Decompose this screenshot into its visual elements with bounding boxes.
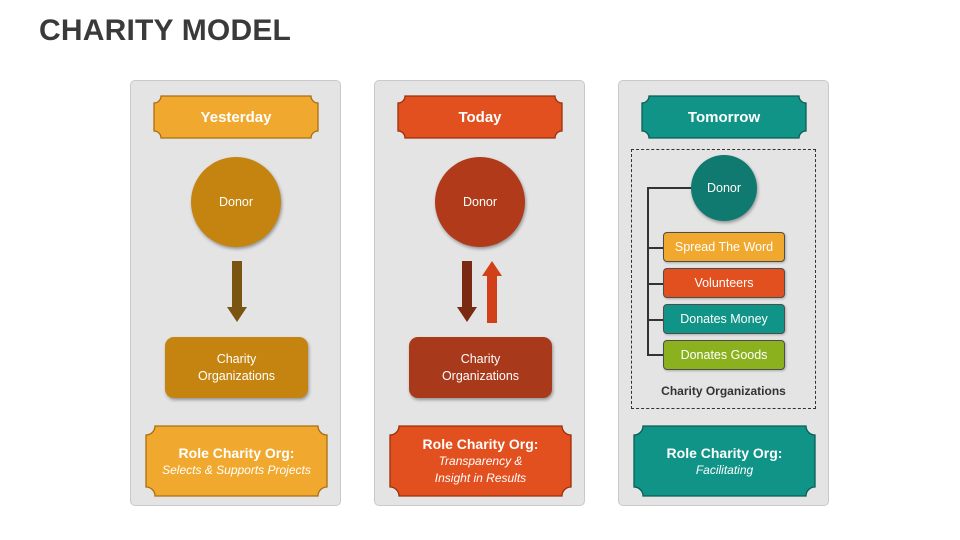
activity-donates-money: Donates Money [663,304,785,334]
header-label: Tomorrow [687,108,761,126]
activity-volunteers: Volunteers [663,268,785,298]
activity-spread-the-word: Spread The Word [663,232,785,262]
connector-line [647,187,649,355]
arrow-down-icon [457,261,477,322]
activity-label: Volunteers [694,276,754,290]
header-banner-today: Today [397,95,563,139]
role-title: Role Charity Org: [422,436,539,452]
connector-line [647,354,663,356]
activity-label: Donates Money [680,312,768,326]
role-description: Facilitating [695,462,754,477]
role-box-shape [633,425,816,497]
role-box-today: Role Charity Org: Transparency & Insight… [389,425,572,497]
donor-circle: Donor [435,157,525,247]
panel-tomorrow: Tomorrow Donor Spread The Word Volunteer… [618,80,829,506]
role-box-yesterday: Role Charity Org: Selects & Supports Pro… [145,425,328,497]
connector-line [647,319,663,321]
connector-line [647,187,692,189]
arrow-up-icon [482,261,502,323]
org-label-line2: Organizations [197,368,276,383]
arrow-down-icon [227,261,247,322]
donor-label: Donor [462,195,498,209]
header-label: Yesterday [200,108,272,126]
banner-shape [641,95,807,139]
org-label-line1: Charity [216,351,257,366]
activity-donates-goods: Donates Goods [663,340,785,370]
role-description-line1: Transparency & [438,454,523,468]
donor-label: Donor [706,181,742,195]
role-box-shape [145,425,328,497]
panel-yesterday: Yesterday Donor Charity Organizations Ro… [130,80,341,506]
role-box-tomorrow: Role Charity Org: Facilitating [633,425,816,497]
connector-line [647,247,663,249]
org-label-line2: Organizations [441,368,520,383]
activity-label: Donates Goods [680,348,768,362]
charity-organizations-group [631,149,816,409]
charity-org-box: Charity Organizations [165,337,308,398]
connector-line [647,283,663,285]
role-box-shape [389,425,572,497]
page-title: CHARITY MODEL [39,14,292,47]
charity-org-box: Charity Organizations [409,337,552,398]
header-banner-yesterday: Yesterday [153,95,319,139]
role-title: Role Charity Org: [178,444,295,461]
banner-shape [397,95,563,139]
role-description-line2: Insight in Results [434,471,527,485]
role-description: Selects & Supports Projects [162,462,311,477]
header-label: Today [458,108,502,126]
donor-circle: Donor [191,157,281,247]
org-label-line1: Charity [460,351,501,366]
header-banner-tomorrow: Tomorrow [641,95,807,139]
donor-circle: Donor [691,155,757,221]
role-title: Role Charity Org: [666,444,783,461]
panel-today: Today Donor Charity Organizations Role C… [374,80,585,506]
charity-organizations-label: Charity Organizations [661,384,786,398]
activity-label: Spread The Word [674,240,774,254]
banner-shape [153,95,319,139]
donor-label: Donor [218,195,254,209]
